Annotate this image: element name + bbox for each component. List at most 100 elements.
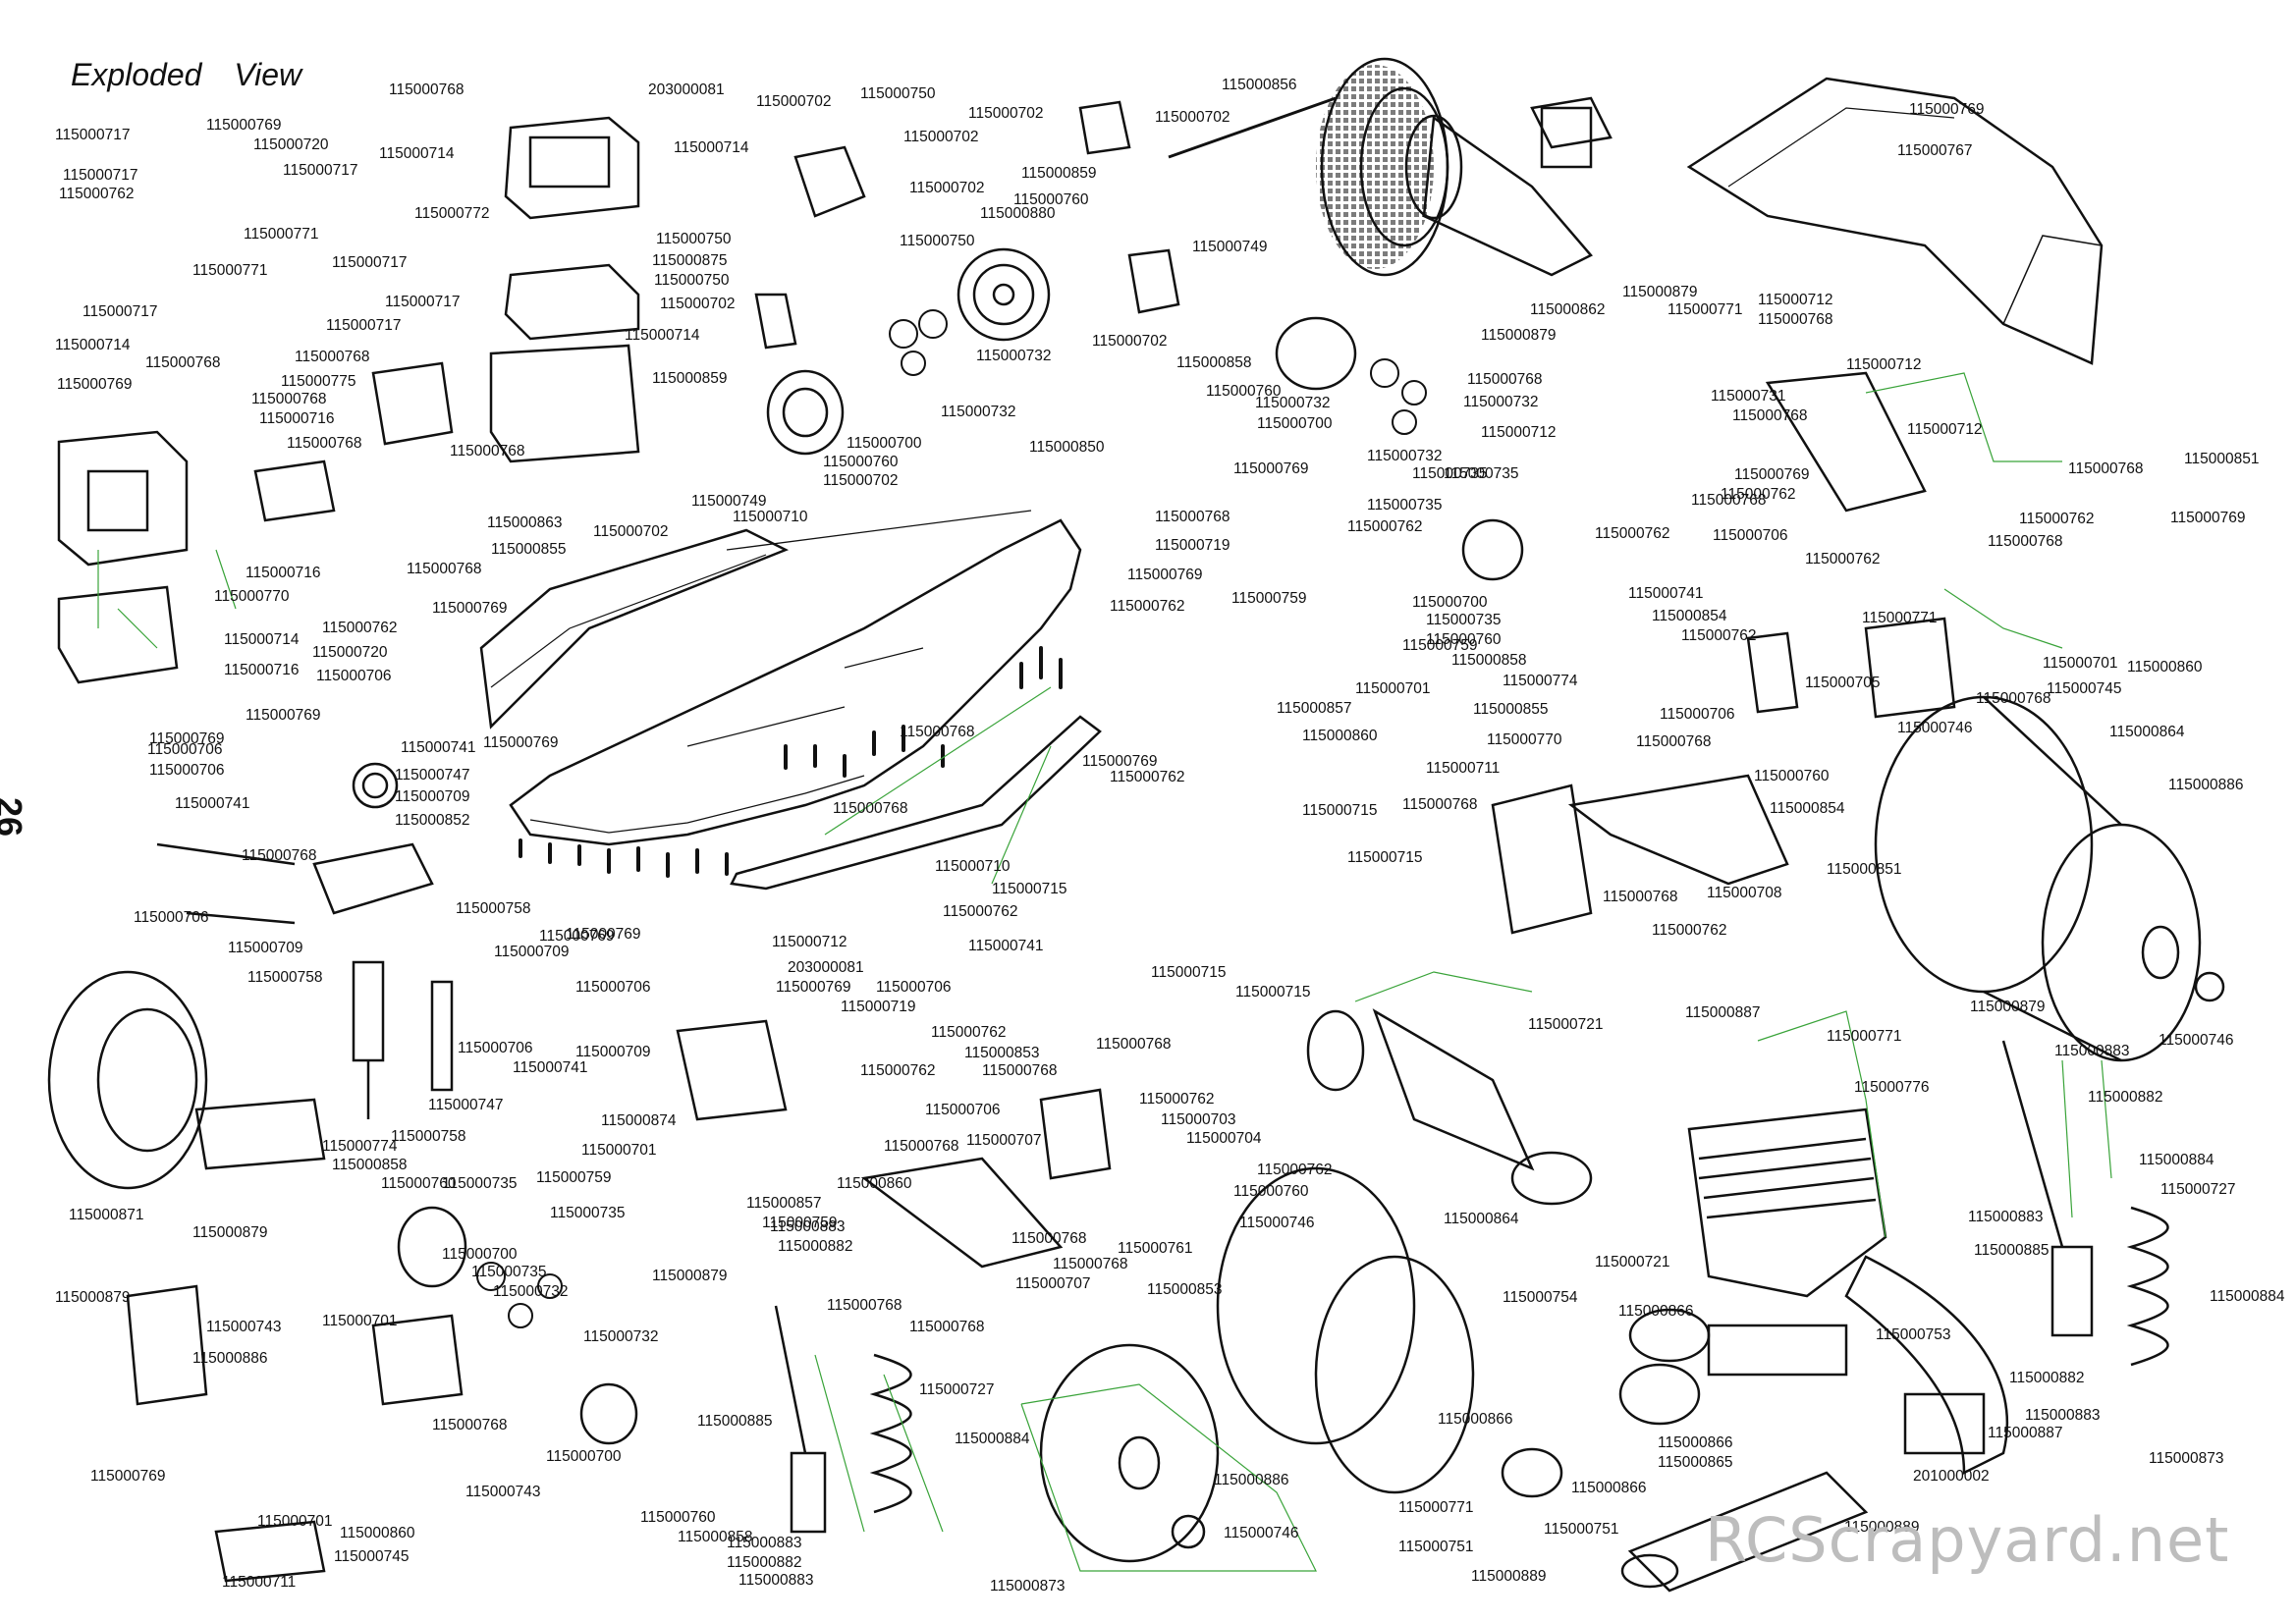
part-number-label: 115000855: [491, 541, 566, 558]
part-number-label: 115000735: [1444, 465, 1518, 482]
part-number-label: 115000886: [192, 1350, 267, 1367]
part-number-label: 115000768: [909, 1319, 984, 1335]
part-number-label: 115000768: [251, 391, 326, 407]
part-number-label: 115000879: [192, 1224, 267, 1241]
part-number-label: 115000709: [494, 944, 569, 960]
part-number-label: 115000714: [379, 145, 455, 162]
part-number-label: 115000743: [465, 1484, 540, 1500]
part-number-label: 115000735: [1367, 497, 1442, 514]
part-number-label: 115000760: [640, 1509, 716, 1526]
part-number-label: 115000887: [1988, 1425, 2062, 1441]
part-number-label: 115000715: [992, 881, 1066, 897]
part-number-label: 115000751: [1398, 1539, 1473, 1555]
page-title: Exploded View: [71, 57, 302, 92]
part-number-label: 115000745: [334, 1548, 409, 1565]
part-number-label: 115000866: [1571, 1480, 1646, 1496]
part-number-label: 115000717: [326, 317, 401, 334]
chassis-side-rail-right: [730, 715, 1102, 891]
part-number-label: 115000732: [1367, 448, 1442, 464]
part-number-label: 115000768: [389, 81, 464, 98]
part-number-label: 115000704: [1186, 1130, 1262, 1147]
part-number-label: 115000762: [1805, 551, 1880, 568]
part-number-label: 115000768: [1011, 1230, 1086, 1247]
part-number-label: 115000707: [966, 1132, 1041, 1149]
part-number-label: 115000702: [660, 296, 735, 312]
front-diff-lower: [371, 1206, 638, 1445]
part-number-label: 115000708: [1707, 885, 1781, 901]
tire-tread-top: [1316, 65, 1434, 269]
part-number-label: 115000706: [458, 1040, 532, 1056]
part-number-label: 115000762: [1681, 627, 1756, 644]
front-bumper-plate: [126, 1284, 326, 1583]
part-number-label: 115000771: [192, 262, 267, 279]
part-number-label: 115000706: [316, 668, 391, 684]
part-number-label: 115000702: [593, 523, 668, 540]
part-number-label: 115000864: [2109, 724, 2185, 740]
part-number-label: 115000769: [566, 926, 640, 943]
part-number-label: 115000769: [539, 928, 614, 945]
part-number-label: 115000768: [884, 1138, 958, 1155]
part-number-label: 115000717: [332, 254, 407, 271]
part-number-label: 115000884: [955, 1431, 1030, 1447]
part-number-label: 115000769: [1233, 460, 1308, 477]
center-diff: [766, 316, 1524, 581]
part-number-label: 115000735: [442, 1175, 517, 1192]
part-number-label: 115000858: [332, 1157, 407, 1173]
part-number-label: 115000706: [925, 1102, 1000, 1118]
part-number-label: 115000732: [1463, 394, 1538, 410]
part-number-label: 115000712: [772, 934, 847, 950]
part-number-label: 115000769: [1909, 101, 1984, 118]
part-number-label: 115000760: [1206, 383, 1282, 400]
part-number-label: 115000760: [1233, 1183, 1309, 1200]
part-number-label: 115000735: [1412, 465, 1487, 482]
part-number-label: 115000735: [550, 1205, 625, 1221]
part-number-label: 115000715: [1235, 984, 1310, 1000]
rear-shock-right: [2001, 1040, 2169, 1367]
part-number-label: 115000883: [727, 1535, 801, 1551]
part-number-label: 115000769: [246, 707, 320, 724]
part-number-label: 115000851: [2184, 451, 2259, 467]
part-number-label: 115000854: [1652, 608, 1727, 624]
spur-gear: [957, 247, 1051, 342]
part-number-label: 115000879: [55, 1289, 130, 1306]
diff-bevel-gears: [476, 309, 1427, 1328]
part-number-label: 115000760: [1013, 191, 1089, 208]
part-number-label: 115000753: [1876, 1326, 1950, 1343]
part-labels: 115000768 203000081 115000769 115000717 1150…: [55, 77, 2285, 1595]
part-number-label: 115000883: [1968, 1209, 2043, 1225]
chassis-side-rail-left: [479, 528, 790, 730]
part-number-label: 115000768: [1603, 889, 1677, 905]
part-number-label: 115000710: [733, 509, 808, 525]
part-number-label: 115000731: [1711, 388, 1785, 405]
part-number-label: 115000750: [860, 85, 936, 102]
part-number-label: 115000768: [1976, 690, 2050, 707]
part-number-label: 115000746: [1897, 720, 1972, 736]
part-number-label: 115000768: [1402, 796, 1477, 813]
radio-box: [489, 116, 640, 463]
part-number-label: 115000706: [575, 979, 650, 996]
part-number-label: 115000712: [1907, 421, 1982, 438]
part-number-label: 115000880: [980, 205, 1056, 222]
part-number-label: 203000081: [648, 81, 725, 98]
part-number-label: 115000883: [2025, 1407, 2100, 1424]
part-number-label: 115000768: [1691, 492, 1766, 509]
part-number-label: 115000702: [909, 180, 984, 196]
part-number-label: 115000720: [312, 644, 388, 661]
part-number-label: 115000716: [259, 410, 334, 427]
part-number-label: 115000700: [546, 1448, 622, 1465]
part-number-label: 115000749: [1192, 239, 1267, 255]
part-number-label: 115000706: [147, 741, 222, 758]
part-number-label: 115000706: [1713, 527, 1787, 544]
part-number-label: 115000709: [228, 940, 302, 956]
part-number-label: 115000768: [1155, 509, 1230, 525]
steering-rack: [156, 762, 434, 925]
part-number-label: 115000772: [414, 205, 489, 222]
part-number-label: 115000721: [1595, 1254, 1669, 1271]
part-number-label: 115000762: [1110, 598, 1184, 615]
part-number-label: 115000866: [1438, 1411, 1512, 1428]
part-number-label: 115000873: [990, 1578, 1065, 1595]
part-number-label: 115000741: [513, 1059, 587, 1076]
part-number-label: 115000768: [295, 349, 369, 365]
part-number-label: 115000702: [903, 129, 978, 145]
part-number-label: 115000706: [1660, 706, 1734, 723]
